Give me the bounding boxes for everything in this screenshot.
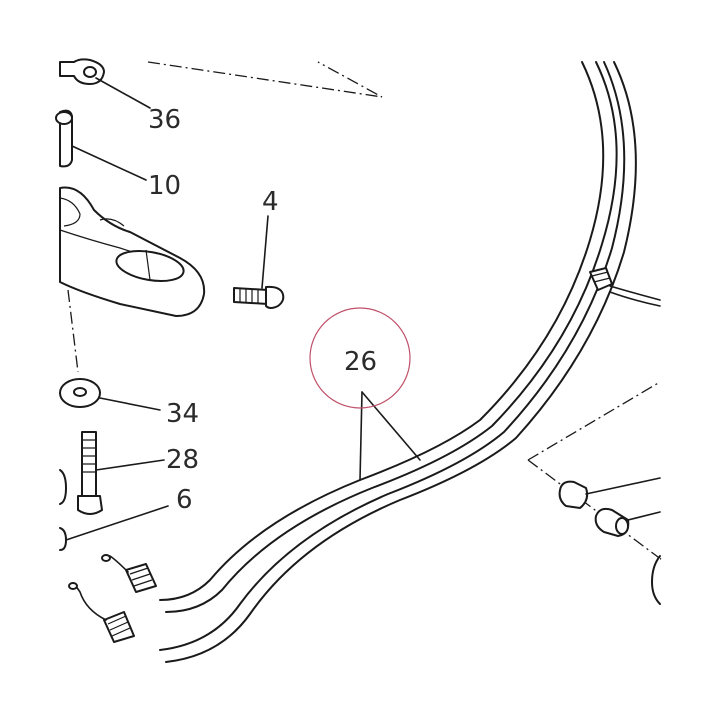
part-4-bolt bbox=[233, 285, 285, 309]
bracket-arm bbox=[59, 186, 206, 317]
callout-36: 36 bbox=[148, 105, 181, 135]
callout-4: 4 bbox=[262, 187, 279, 217]
hose-fitting-lower bbox=[68, 582, 135, 643]
callout-6: 6 bbox=[176, 485, 193, 515]
part-34-washer bbox=[59, 378, 101, 408]
right-caps bbox=[558, 477, 661, 605]
leader-lines bbox=[65, 77, 421, 541]
part-10-bushing bbox=[55, 109, 73, 168]
callouts: 36 10 4 26 34 28 6 bbox=[148, 105, 377, 515]
hose-electric-connector bbox=[589, 267, 661, 307]
construction-lines bbox=[67, 61, 663, 561]
part-36-eye-fitting bbox=[59, 58, 105, 85]
callout-34: 34 bbox=[166, 399, 199, 429]
callout-26: 26 bbox=[344, 347, 377, 377]
callout-26-highlight-circle bbox=[309, 307, 411, 409]
part-28-bolt bbox=[77, 431, 103, 515]
callout-28: 28 bbox=[166, 445, 199, 475]
part-6-component bbox=[59, 469, 67, 551]
part-26-hoses bbox=[68, 61, 661, 663]
callout-10: 10 bbox=[148, 171, 181, 201]
hose-fitting-upper bbox=[101, 554, 157, 593]
